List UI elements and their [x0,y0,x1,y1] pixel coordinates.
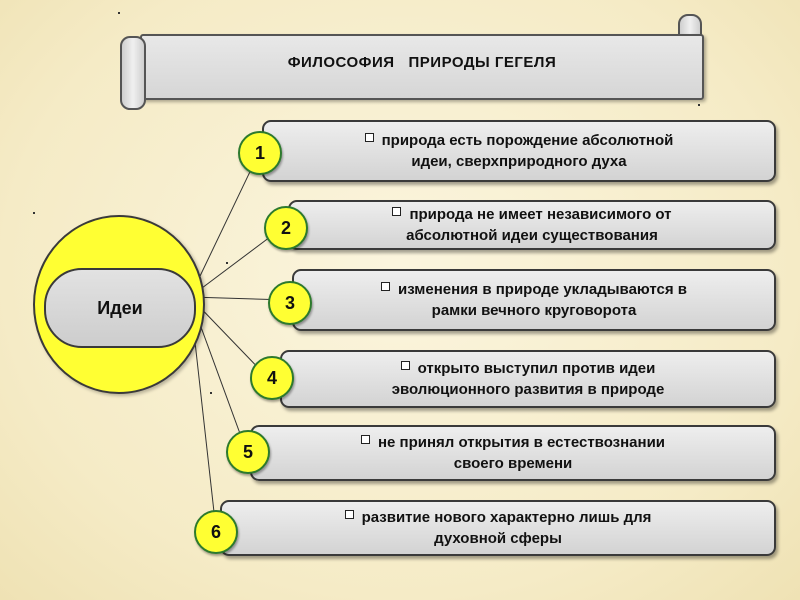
item-1-line1: природа есть порождение абсолютной [381,132,674,149]
dot [118,12,120,14]
item-3-line2: рамки вечного круговорота [431,302,637,319]
badge-5: 5 [226,430,270,474]
connector-1 [189,154,259,298]
page-title: ФИЛОСОФИЯ ПРИРОДЫ ГЕГЕЛЯ [287,54,557,71]
badge-3: 3 [268,281,312,325]
title-scroll: ФИЛОСОФИЯ ПРИРОДЫ ГЕГЕЛЯ [120,14,704,110]
scroll-roll-left [120,36,146,110]
item-box-1: природа есть порождение абсолютной идеи,… [262,120,776,182]
item-3-line1: изменения в природе укладываются в [397,281,687,298]
dot [226,262,228,264]
badge-2: 2 [264,206,308,250]
item-6-line1: развитие нового характерно лишь для [361,509,652,526]
item-4-line2: эволюционного развития в природе [391,381,665,398]
badge-1: 1 [238,131,282,175]
item-box-2: природа не имеет независимого от абсолют… [288,200,776,250]
dot [698,104,700,106]
bullet-icon [344,510,354,519]
item-box-6: развитие нового характерно лишь для духо… [220,500,776,556]
item-box-5: не принял открытия в естествознании свое… [250,425,776,481]
item-5-line2: своего времени [453,455,573,472]
item-box-3: изменения в природе укладываются в рамки… [292,269,776,331]
item-6-line2: духовной сферы [434,530,562,547]
item-5-line1: не принял открытия в естествознании [377,434,666,451]
bullet-icon [400,361,410,370]
badge-6: 6 [194,510,238,554]
bullet-icon [392,207,402,216]
title-banner: ФИЛОСОФИЯ ПРИРОДЫ ГЕГЕЛЯ [140,34,704,100]
ideas-label: Идеи [97,297,143,318]
bullet-icon [380,282,390,291]
bullet-icon [360,435,370,444]
dot [210,392,212,394]
ideas-label-box: Идеи [44,268,196,348]
item-box-4: открыто выступил против идеи эволюционно… [280,350,776,408]
item-4-line1: открыто выступил против идеи [417,360,656,377]
item-2-line2: абсолютной идеи существования [406,227,658,244]
item-2-line1: природа не имеет независимого от [409,206,672,223]
badge-4: 4 [250,356,294,400]
item-1-line2: идеи, сверхприродного духа [411,153,627,170]
dot [33,212,35,214]
bullet-icon [364,133,374,142]
